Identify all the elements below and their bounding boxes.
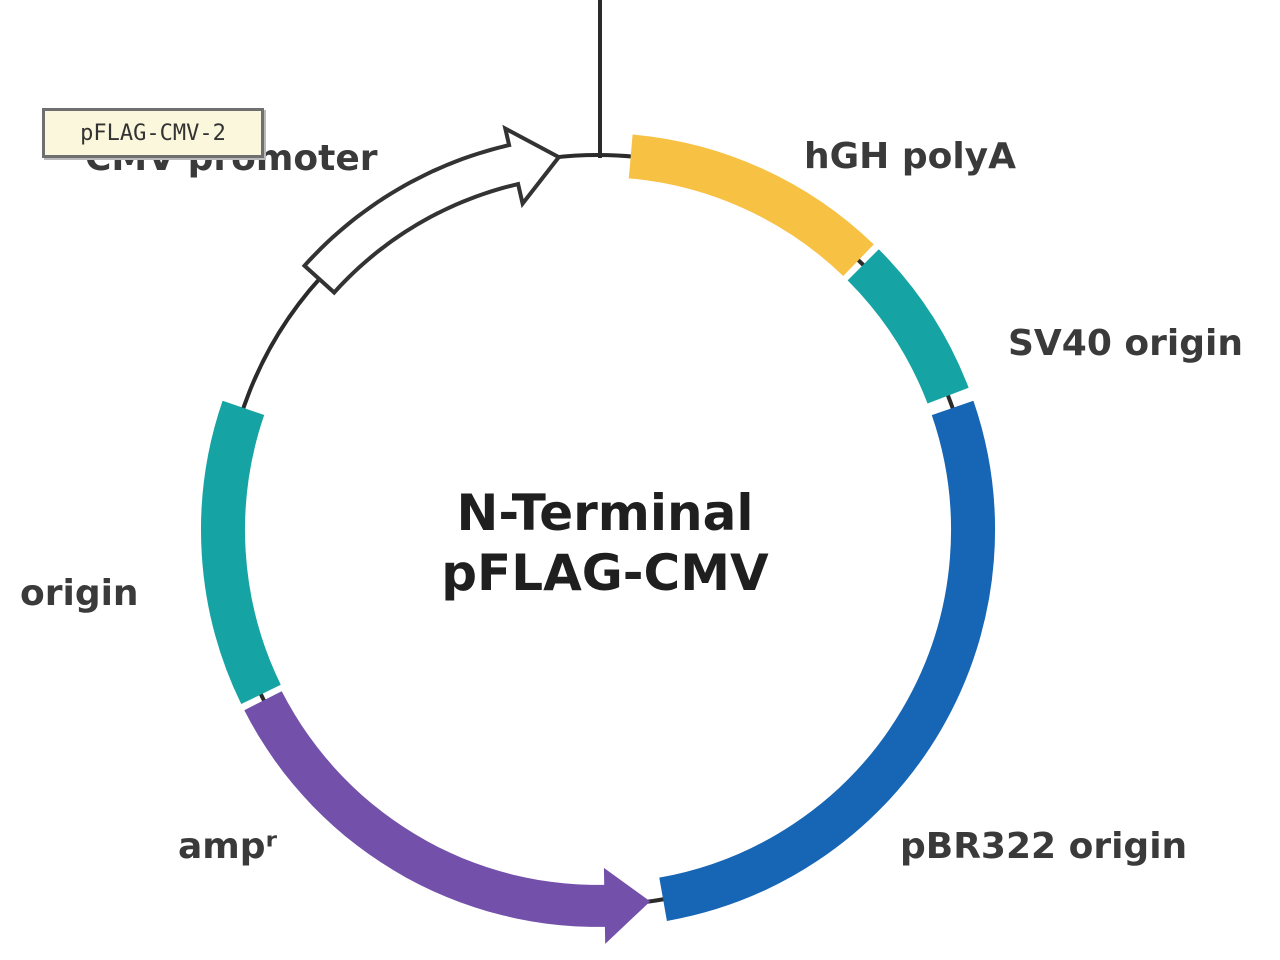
label-sv40-origin: SV40 origin — [1008, 323, 1243, 364]
feature-arc-promoter — [301, 124, 562, 296]
tooltip: pFLAG-CMV-2 — [42, 108, 264, 158]
label-hgh-polya: hGH polyA — [804, 136, 1016, 177]
feature-arcs — [201, 124, 996, 944]
label-pbr322-origin: pBR322 origin — [900, 826, 1187, 867]
feature-arc-hgh — [628, 134, 874, 277]
feature-arc-pbr322 — [659, 400, 996, 921]
tooltip-text: pFLAG-CMV-2 — [80, 120, 226, 146]
map-title-line1: N-Terminal — [457, 484, 754, 542]
feature-arc-amp — [244, 691, 651, 944]
feature-arc-sv40 — [847, 249, 969, 404]
map-title-line2: pFLAG-CMV — [441, 544, 769, 602]
label-f1-origin: origin — [20, 573, 139, 614]
feature-arc-f1 — [201, 400, 281, 705]
label-amp: ampʳ — [178, 826, 278, 867]
